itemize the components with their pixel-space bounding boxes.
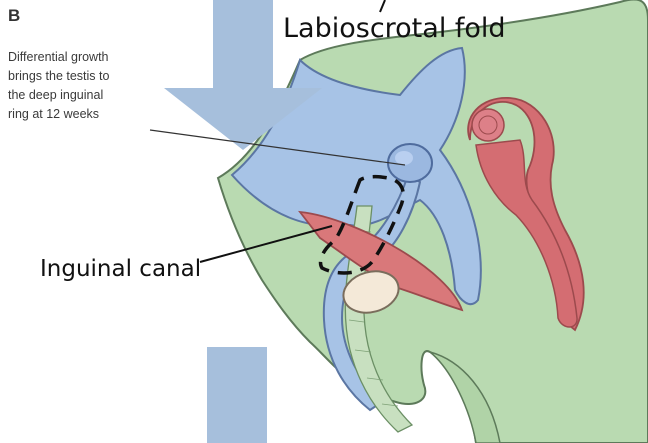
caption-line: Differential growth <box>8 48 208 67</box>
caption-line: the deep inguinal <box>8 86 208 105</box>
caption-line: ring at 12 weeks <box>8 105 208 124</box>
figure-caption: Differential growth brings the testis to… <box>8 48 208 124</box>
psoas-cut-end <box>472 109 504 141</box>
panel-letter: B <box>8 6 20 26</box>
labioscrotal-fold-label: Labioscrotal fold <box>283 13 506 44</box>
caption-line: brings the testis to <box>8 67 208 86</box>
labioscrotal-leader-line <box>380 0 385 12</box>
blue-block <box>207 347 267 443</box>
inguinal-canal-label: Inguinal canal <box>40 256 201 282</box>
testis-highlight <box>395 151 413 165</box>
